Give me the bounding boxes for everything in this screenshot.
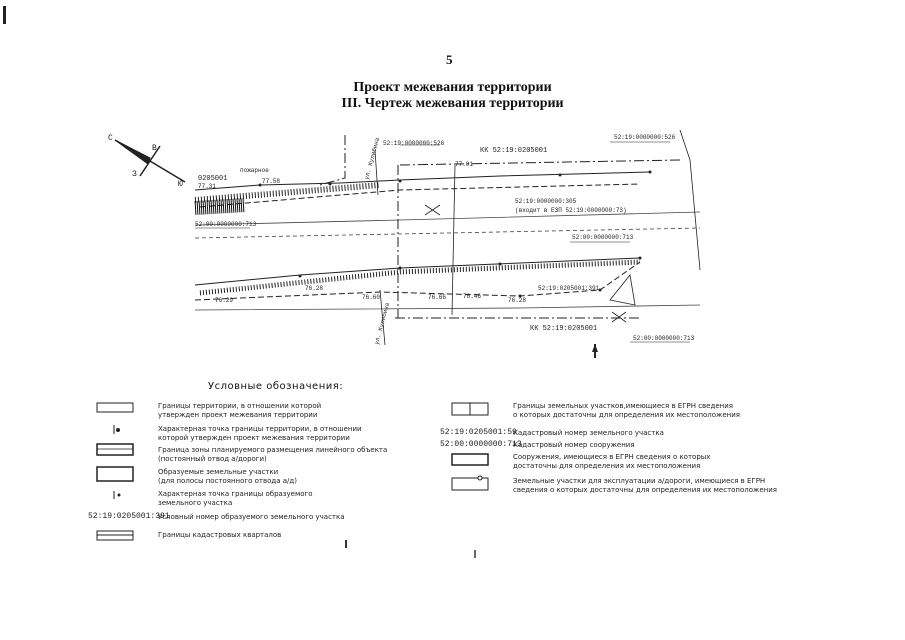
legend-sym-structures — [451, 453, 489, 466]
road-centerline — [194, 211, 701, 226]
cross-mark-2 — [611, 311, 627, 323]
legend-text-placement-zone: Граница зоны планируемого размещения лин… — [158, 446, 388, 463]
coord-5: 76.46 — [463, 293, 481, 300]
label-cad-mid-note: (входит в ЕЗП 52:19:0000000:73) — [515, 207, 627, 214]
label-cad-top-right: 52:19:0000000:526 — [614, 134, 676, 141]
quarter-boundary-right — [679, 129, 701, 271]
coord-4: 76.66 — [428, 294, 446, 301]
legend-sym-formed-plots — [96, 466, 134, 482]
legend-text-territory-boundary: Границы территории, в отношении которой … — [158, 402, 322, 419]
legend-text-plot-cadastral: Кадастровый номер земельного участка — [513, 429, 664, 437]
label-cad-mid: 52:19:0000000:305 — [515, 198, 577, 205]
legend-sym-quarter-boundary — [96, 530, 134, 541]
legend-code-formed-number: 52:19:0205001:391 — [88, 512, 170, 521]
page-number: 5 — [446, 52, 453, 67]
label-object: пожарное — [240, 167, 269, 174]
scan-edge-mark — [3, 6, 6, 24]
road-line-2 — [194, 227, 701, 239]
hatch-triangle — [609, 274, 636, 306]
label-cad-bottom-mid: 52:19:0205001:391 — [538, 285, 600, 292]
cross-mark-1 — [424, 204, 441, 216]
legend-text-formed-number: Условный номер образуемого земельного уч… — [158, 513, 345, 521]
compass-east: В — [152, 144, 157, 153]
street-line-left — [374, 149, 379, 196]
scan-mark-2 — [474, 550, 476, 558]
compass-rose-icon — [114, 139, 186, 183]
label-kk-top: КК 52:19:0205001 — [480, 147, 547, 155]
legend-sym-formed-point — [113, 491, 121, 499]
road-upper-boundary — [199, 183, 641, 208]
coord-8: 76.29 — [215, 297, 233, 304]
compass-north: С — [108, 134, 113, 143]
road-upper-hatch — [194, 182, 381, 203]
legend-text-road-plots: Земельные участки для эксплуатации а/дор… — [513, 477, 777, 494]
legend-text-formed-plots: Образуемые земельные участки (для полосы… — [158, 468, 297, 485]
label-quarter-left: 0205001 — [198, 175, 227, 183]
legend-text-egrn-plots: Границы земельных участков,имеющиеся в Е… — [513, 402, 741, 419]
legend-sym-territory-boundary — [96, 402, 134, 413]
legend-text-quarter-boundary: Границы кадастровых кварталов — [158, 531, 282, 539]
legend-text-formed-point: Характерная точка границы образуемого зе… — [158, 490, 313, 507]
road-upper-edge — [194, 171, 651, 191]
legend-title: Условные обозначения: — [208, 381, 344, 392]
page-subtitle: III. Чертеж межевания территории — [341, 96, 564, 111]
road-lower-hatch — [199, 259, 641, 296]
coord-2: 77.58 — [262, 178, 280, 185]
road-bottom-line — [194, 304, 701, 311]
coord-6: 76.28 — [508, 297, 526, 304]
legend-sym-road-plots — [451, 475, 489, 491]
legend-sym-placement-zone — [96, 443, 134, 456]
legend-text-structure-cadastral: Кадастровый номер сооружения — [513, 441, 635, 449]
boundary-points — [258, 170, 652, 298]
legend-sym-egrn-plots — [451, 402, 489, 416]
coord-3: 76.28 — [305, 285, 323, 292]
legend-code-structure-cadastral: 52:00:0000000:713 — [440, 440, 522, 449]
scan-mark-1 — [345, 540, 347, 548]
coord-7: 77.31 — [198, 183, 216, 190]
street-line-lower — [379, 289, 386, 346]
legend-text-structures: Сооружения, имеющиеся в ЕГРН сведения о … — [513, 453, 711, 470]
quarter-boundary-top — [399, 159, 681, 166]
label-kk-bottom: КК 52:19:0205001 — [530, 325, 597, 333]
legend-sym-territory-point — [113, 425, 120, 434]
compass-south: Ю — [178, 180, 183, 189]
coord-9: 76.60 — [362, 294, 380, 301]
page-title: Проект межевания территории — [353, 80, 552, 95]
coord-1: 77.01 — [455, 161, 473, 168]
legend-text-territory-point: Характерная точка границы территории, в … — [158, 425, 362, 442]
label-cad-right-mid: 52:00:0000000:713 — [572, 234, 634, 241]
road-lower-edge — [194, 257, 641, 286]
street-line-mid — [451, 164, 456, 316]
compass-west: З — [132, 170, 137, 179]
label-cad-bottom-right: 52:00:0000000:713 — [633, 335, 695, 342]
quarter-boundary-left — [319, 135, 346, 186]
road-hatch-dark — [194, 198, 246, 215]
legend-code-plot-cadastral: 52:19:0205001:59 — [440, 428, 517, 437]
label-cad-top-left: 52:19:0000000:526 — [383, 140, 445, 147]
label-cad-left-road: 52:00:0000000:713 — [195, 221, 257, 228]
